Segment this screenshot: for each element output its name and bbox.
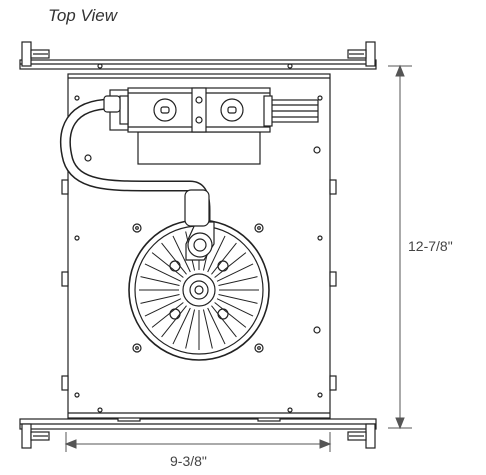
heat-sink-fin: [185, 309, 196, 349]
heat-sink-fin: [140, 293, 180, 304]
mounting-bar-top: [19, 41, 377, 70]
heat-sink-fin: [151, 302, 184, 328]
heat-sink-fin: [202, 309, 213, 349]
heat-sink-fin: [216, 263, 254, 282]
heat-sink-fin: [172, 307, 191, 345]
height-dimension: [388, 64, 412, 430]
heat-sink-fin: [211, 242, 237, 275]
heat-sink-fin: [172, 235, 191, 273]
mounting-holes: [132, 223, 264, 353]
width-dimension: [64, 432, 332, 452]
heat-sink-fin: [140, 276, 180, 287]
heat-sink-fin: [207, 235, 226, 273]
height-label: 12-7/8": [408, 238, 453, 254]
heat-sink: [128, 219, 270, 361]
lamp-socket: [184, 189, 215, 261]
heat-sink-fin: [151, 252, 184, 278]
heat-sink-fin: [214, 252, 247, 278]
heat-sink-fin: [144, 263, 182, 282]
heat-sink-fin: [161, 242, 187, 275]
heat-sink-fin: [207, 307, 226, 345]
view-title: Top View: [48, 6, 117, 25]
heat-sink-fin: [211, 305, 237, 338]
width-label: 9-3/8": [170, 453, 207, 469]
heat-sink-fin: [218, 293, 258, 304]
heat-sink-fin: [144, 298, 182, 317]
heat-sink-fin: [214, 302, 247, 328]
heat-sink-fin: [161, 305, 187, 338]
heat-sink-fin: [218, 276, 258, 287]
mounting-bar-bottom: [19, 416, 377, 449]
junction-box: [109, 87, 319, 165]
heat-sink-fin: [216, 298, 254, 317]
